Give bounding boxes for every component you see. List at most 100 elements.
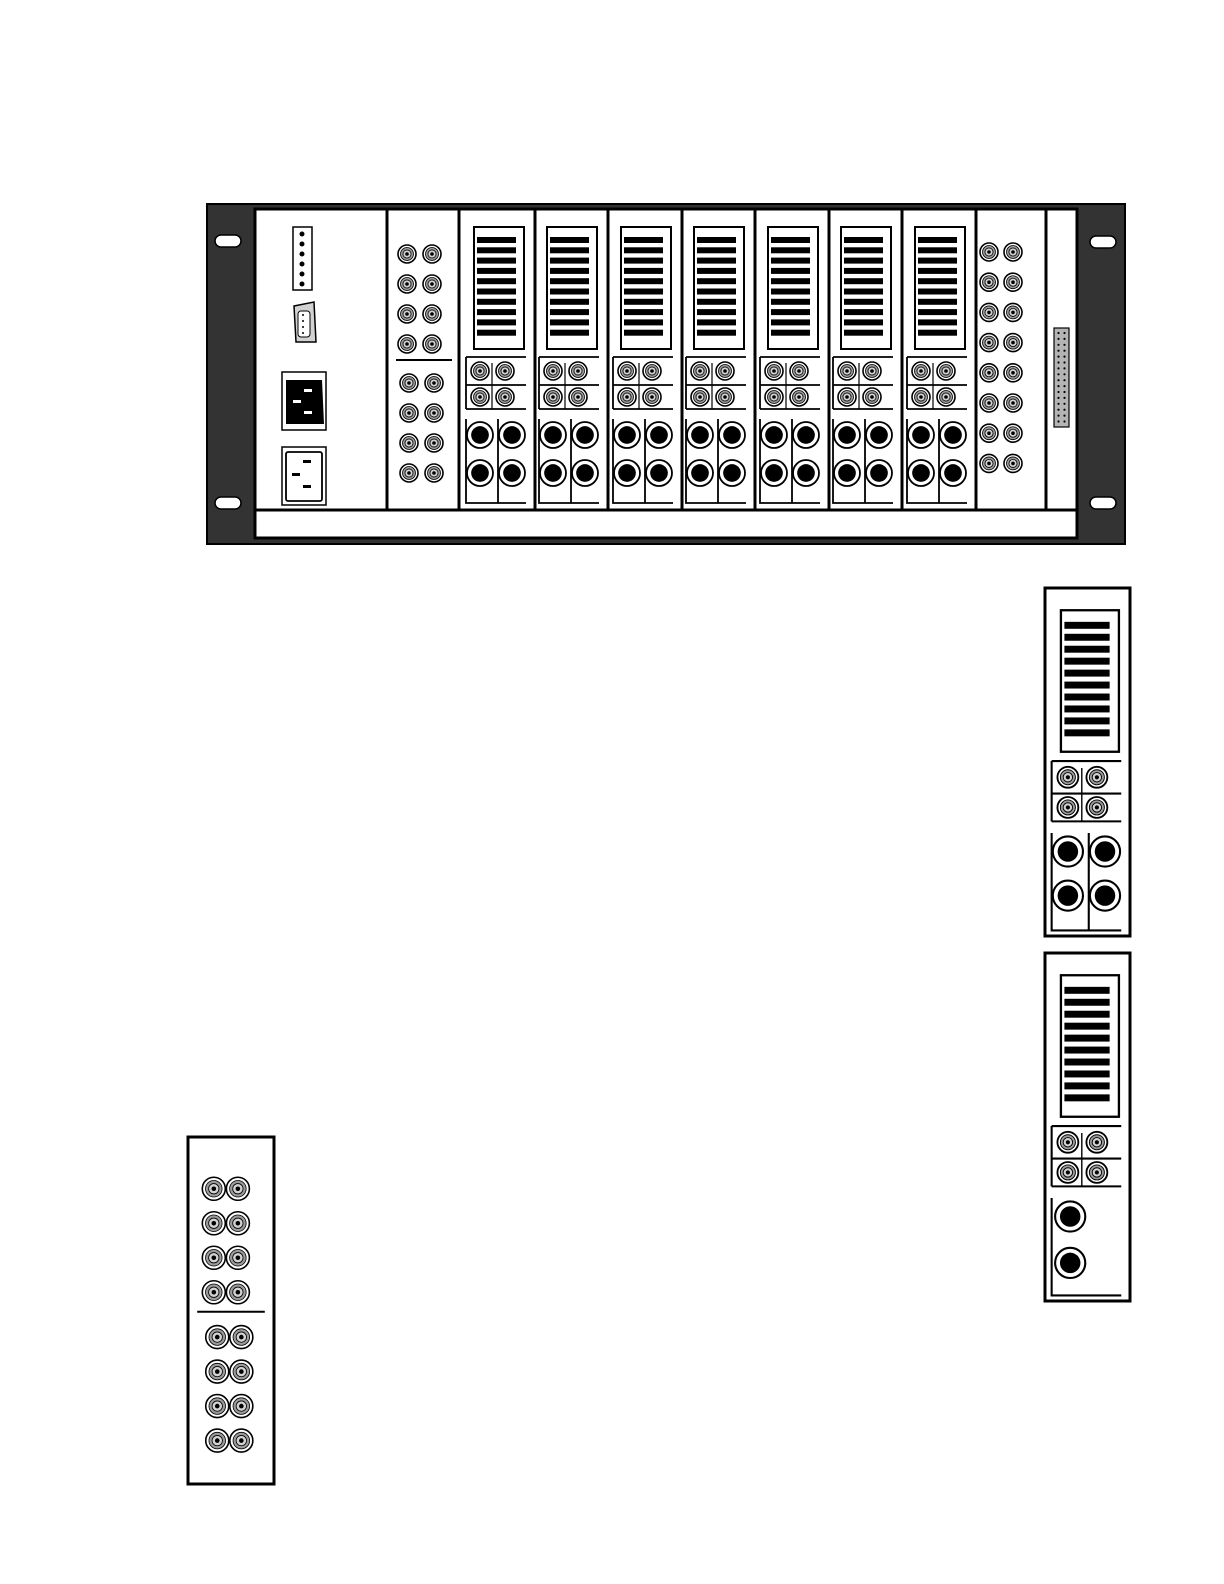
ribbon-connector	[1054, 328, 1069, 427]
terminal-pin	[918, 330, 957, 336]
terminal-pin	[550, 289, 589, 295]
xlr-connector	[834, 460, 860, 486]
rca-jack	[1004, 334, 1022, 352]
terminal-pin	[697, 309, 736, 315]
terminal-pin	[697, 258, 736, 264]
rca-jack	[425, 464, 443, 482]
rca-jack	[230, 1326, 253, 1349]
terminal-pin	[771, 247, 810, 253]
terminal-pin	[771, 319, 810, 325]
rca-jack	[1004, 454, 1022, 472]
terminal-pin	[918, 319, 957, 325]
rca-jack	[937, 388, 955, 406]
terminal-pin	[844, 289, 883, 295]
rca-jack	[202, 1177, 225, 1200]
xlr-connector	[499, 460, 525, 486]
rca-jack	[398, 245, 416, 263]
rca-jack	[980, 394, 998, 412]
detail-terminal-xlr-card-mono	[1045, 953, 1130, 1301]
rca-jack	[716, 388, 734, 406]
rca-jack	[863, 388, 881, 406]
terminal-pin	[844, 319, 883, 325]
terminal-pin	[1064, 987, 1109, 994]
rca-jack	[398, 305, 416, 323]
xlr-connector	[687, 422, 713, 448]
terminal-pin	[477, 289, 516, 295]
terminal-pin	[550, 330, 589, 336]
rca-jack	[1004, 364, 1022, 382]
rca-jack	[400, 464, 418, 482]
xlr-connector	[719, 460, 745, 486]
rca-jack	[226, 1177, 249, 1200]
terminal-pin	[550, 237, 589, 243]
rca-jack	[980, 273, 998, 291]
xlr-connector	[940, 422, 966, 448]
xlr-connector	[908, 460, 934, 486]
xlr-connector	[1090, 836, 1120, 866]
xlr-connector	[866, 460, 892, 486]
rca-jack	[937, 362, 955, 380]
rca-jack	[425, 374, 443, 392]
rca-jack	[716, 362, 734, 380]
terminal-pin	[918, 268, 957, 274]
terminal-pin	[1064, 622, 1109, 629]
terminal-pin	[624, 330, 663, 336]
xlr-connector	[1055, 1248, 1085, 1278]
rca-jack	[226, 1212, 249, 1235]
rca-jack	[980, 243, 998, 261]
rca-jack	[206, 1429, 229, 1452]
terminal-pin	[844, 258, 883, 264]
rca-jack	[912, 362, 930, 380]
terminal-pin	[771, 278, 810, 284]
rca-jack	[863, 362, 881, 380]
terminal-pin	[624, 319, 663, 325]
terminal-pin	[1064, 705, 1109, 712]
xlr-connector	[866, 422, 892, 448]
xlr-connector	[761, 460, 787, 486]
terminal-pin	[1064, 729, 1109, 736]
rca-jack	[765, 388, 783, 406]
terminal-pin	[550, 278, 589, 284]
rca-jack	[691, 362, 709, 380]
rca-jack	[202, 1212, 225, 1235]
terminal-pin	[550, 258, 589, 264]
xlr-connector	[1055, 1201, 1085, 1231]
terminal-pin	[550, 309, 589, 315]
terminal-pin	[624, 299, 663, 305]
terminal-pin	[918, 299, 957, 305]
rca-jack	[912, 388, 930, 406]
terminal-pin	[771, 330, 810, 336]
terminal-pin	[918, 278, 957, 284]
terminal-pin	[477, 258, 516, 264]
terminal-pin	[550, 299, 589, 305]
rca-jack	[425, 404, 443, 422]
terminal-pin	[1064, 646, 1109, 653]
terminal-pin	[697, 289, 736, 295]
xlr-connector	[793, 460, 819, 486]
terminal-pin	[624, 278, 663, 284]
terminal-pin	[624, 247, 663, 253]
terminal-pin	[624, 258, 663, 264]
rca-jack	[206, 1395, 229, 1418]
terminal-pin	[844, 330, 883, 336]
rca-jack	[423, 305, 441, 323]
terminal-pin	[771, 309, 810, 315]
control-terminal-strip	[293, 227, 312, 290]
rca-jack	[569, 362, 587, 380]
xlr-connector	[646, 460, 672, 486]
rca-jack	[765, 362, 783, 380]
terminal-pin	[697, 299, 736, 305]
xlr-connector	[572, 460, 598, 486]
terminal-pin	[550, 247, 589, 253]
xlr-connector	[1090, 881, 1120, 911]
terminal-pin	[844, 299, 883, 305]
rack-mount-slot	[215, 235, 241, 247]
rca-jack	[398, 275, 416, 293]
rack-mount-slot	[215, 497, 241, 509]
rca-jack	[471, 388, 489, 406]
terminal-pin	[771, 258, 810, 264]
terminal-pin	[697, 319, 736, 325]
terminal-pin	[477, 330, 516, 336]
terminal-pin	[1064, 682, 1109, 689]
terminal-pin	[1064, 717, 1109, 724]
